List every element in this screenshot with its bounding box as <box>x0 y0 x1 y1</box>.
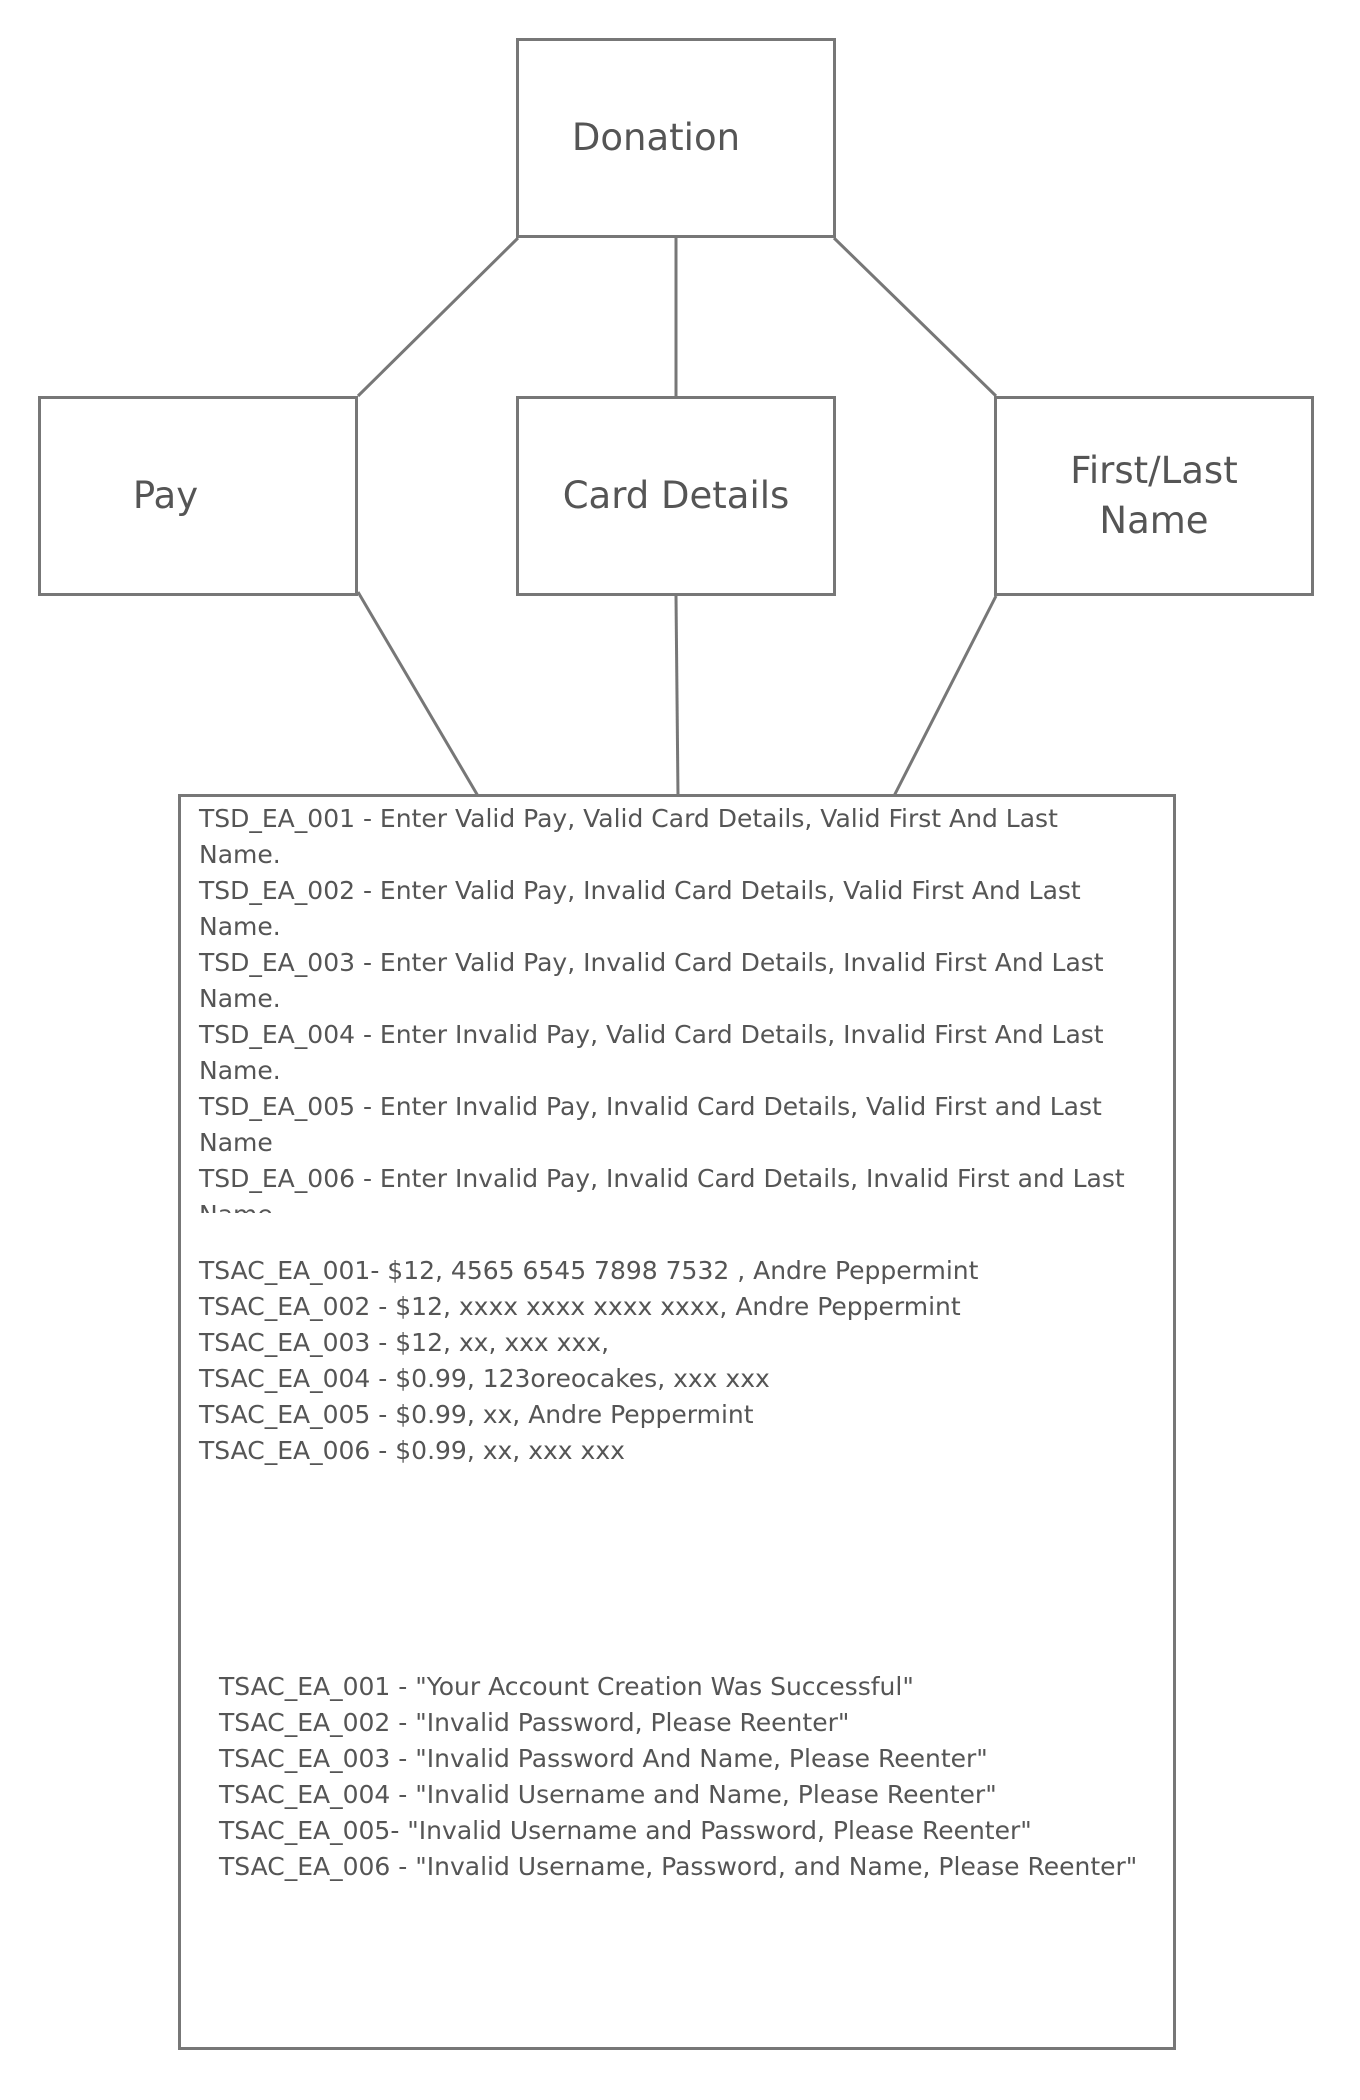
connector-name-scenarios <box>892 595 998 797</box>
expected-result-line: TSAC_EA_004 - "Invalid Username and Name… <box>219 1780 997 1809</box>
test-data-line: TSAC_EA_006 - $0.99, xx, xxx xxx <box>199 1436 625 1465</box>
donation-node: Donation <box>516 38 836 238</box>
expected-results-panel: TSAC_EA_001 - "Your Account Creation Was… <box>178 1629 1176 2050</box>
scenario-line: TSD_EA_004 - Enter Invalid Pay, Valid Ca… <box>199 1020 1104 1085</box>
test-data-line: TSAC_EA_002 - $12, xxxx xxxx xxxx xxxx, … <box>199 1292 961 1321</box>
pay-node-label: Pay <box>132 474 199 517</box>
test-data-panel: TSAC_EA_001- $12, 4565 6545 7898 7532 , … <box>178 1213 1176 1632</box>
scenario-line: TSD_EA_001 - Enter Valid Pay, Valid Card… <box>199 804 1058 869</box>
test-data-line: TSAC_EA_001- $12, 4565 6545 7898 7532 , … <box>199 1256 979 1285</box>
test-data-line: TSAC_EA_003 - $12, xx, xxx xxx, <box>199 1328 610 1357</box>
first-last-name-node: First/Last Name <box>994 396 1314 596</box>
scenario-line: TSD_EA_003 - Enter Valid Pay, Invalid Ca… <box>199 948 1104 1013</box>
expected-result-line: TSAC_EA_006 - "Invalid Username, Passwor… <box>219 1852 1138 1881</box>
connector-card-scenarios <box>674 595 680 797</box>
expected-result-line: TSAC_EA_001 - "Your Account Creation Was… <box>219 1672 914 1701</box>
expected-result-line: TSAC_EA_002 - "Invalid Password, Please … <box>219 1708 850 1737</box>
expected-result-line: TSAC_EA_003 - "Invalid Password And Name… <box>219 1744 988 1773</box>
card-details-node-label: Card Details <box>562 474 790 517</box>
card-details-node: Card Details <box>516 396 836 596</box>
donation-node-label: Donation <box>571 116 741 159</box>
connector-donation-name <box>832 236 998 398</box>
scenario-line: TSD_EA_005 - Enter Invalid Pay, Invalid … <box>199 1092 1102 1157</box>
pay-node: Pay <box>38 396 358 596</box>
expected-result-line: TSAC_EA_005- "Invalid Username and Passw… <box>219 1816 1032 1845</box>
connector-donation-pay <box>356 236 520 398</box>
scenario-line: TSD_EA_006 - Enter Invalid Pay, Invalid … <box>199 1164 1125 1229</box>
connector-pay-scenarios <box>356 591 480 797</box>
test-data-line: TSAC_EA_005 - $0.99, xx, Andre Peppermin… <box>199 1400 754 1429</box>
test-scenarios-panel: TSD_EA_001 - Enter Valid Pay, Valid Card… <box>178 794 1176 1229</box>
test-data-line: TSAC_EA_004 - $0.99, 123oreocakes, xxx x… <box>199 1364 770 1393</box>
first-last-name-node-label: First/Last Name <box>1070 449 1238 542</box>
scenario-line: TSD_EA_002 - Enter Valid Pay, Invalid Ca… <box>199 876 1081 941</box>
